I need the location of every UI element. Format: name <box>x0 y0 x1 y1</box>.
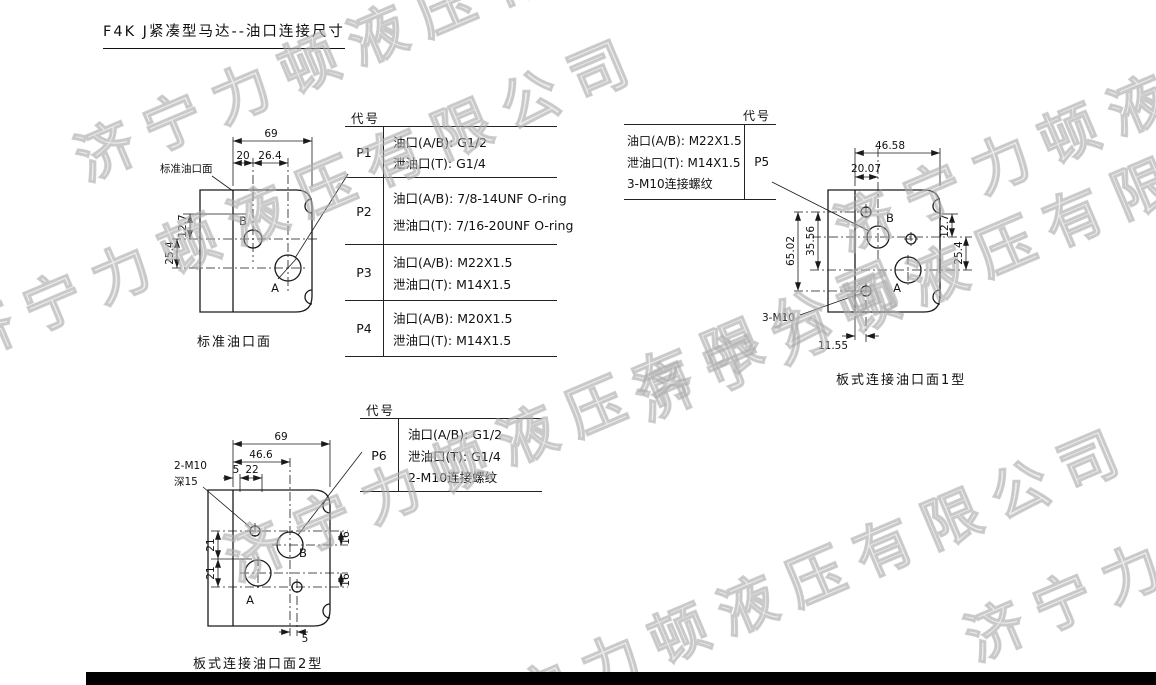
code-cell: P1 <box>345 127 384 177</box>
dim-label: 46.58 <box>875 140 905 152</box>
spec-line: 泄油口(T): M14X1.5 <box>393 277 512 293</box>
spec-line: 2-M10连接螺纹 <box>408 469 498 485</box>
code-cell: P4 <box>345 301 384 356</box>
spec-line: 泄油口(T): 7/16-20UNF O-ring <box>393 217 574 233</box>
spec-line: 泄油口(T): G1/4 <box>408 448 501 464</box>
caption-plate-face-2: 板式连接油口面2型 <box>193 657 324 672</box>
dim-label: 25.4 <box>164 241 176 265</box>
dim-label: 5 <box>302 633 309 645</box>
dim-label: 69 <box>274 431 287 443</box>
table-row: P4 油口(A/B): M20X1.5 泄油口(T): M14X1.5 <box>345 301 557 357</box>
dimension-lines <box>795 150 969 339</box>
dim-label: 21 <box>205 538 217 551</box>
extension-lines <box>854 148 958 340</box>
port-a-label: A <box>893 281 901 295</box>
leader-from-table <box>771 181 870 232</box>
drawing-standard-port-face: 69 20 26.4 12.7 25.4 标准油口面 B A <box>160 128 349 313</box>
spec-line: 泄油口(T): M14X1.5 <box>393 333 512 349</box>
table-header: 代号 <box>624 108 776 125</box>
spec-line: 油口(A/B): G1/2 <box>393 135 488 150</box>
dim-label: 5 <box>233 464 240 476</box>
dim-label: 21 <box>205 566 217 579</box>
face-label: 标准油口面 <box>160 162 213 175</box>
dim-label: 12.7 <box>939 214 951 237</box>
drawing-plate-face-type2: 69 46.6 5 22 21 21 16 16 5 2-M10 深15 B A <box>174 431 363 645</box>
spec-line: 油口(A/B): M20X1.5 <box>393 310 513 326</box>
dim-label: 20.07 <box>851 163 881 175</box>
spec-line: 油口(A/B): M22X1.5 <box>393 254 513 270</box>
extension-lines <box>183 137 313 215</box>
table-row: P6 油口(A/B): G1/2 泄油口(T): G1/4 2-M10连接螺纹 <box>360 419 542 492</box>
table-row: P2 油口(A/B): 7/8-14UNF O-ring 泄油口(T): 7/1… <box>345 178 573 245</box>
dim-label: 69 <box>264 128 277 140</box>
depth-label: 深15 <box>174 476 198 488</box>
spec-line: 油口(A/B): G1/2 <box>408 427 503 443</box>
table-row: P1 油口(A/B): G1/2 泄油口(T): G1/4 <box>345 127 557 178</box>
dim-label: 12.7 <box>177 214 189 237</box>
caption-plate-face-1: 板式连接油口面1型 <box>836 373 967 388</box>
dim-label: 26.4 <box>258 150 282 162</box>
dimension-lines <box>215 441 344 635</box>
leader-3m10 <box>799 292 863 316</box>
leader-to-table <box>294 173 349 259</box>
port-spec-table-p5: 代号 油口(A/B): M22X1.5 泄油口(T): M14X1.5 3-M1… <box>624 108 776 200</box>
dim-label: 46.6 <box>249 449 273 461</box>
code-cell: P6 <box>360 419 399 491</box>
code-cell: P3 <box>345 245 384 300</box>
port-a-label: A <box>246 593 254 607</box>
table-row: 油口(A/B): M22X1.5 泄油口(T): M14X1.5 3-M10连接… <box>624 125 776 200</box>
centerlines <box>211 458 348 636</box>
bottom-bar <box>86 672 1156 685</box>
spec-line: 油口(A/B): 7/8-14UNF O-ring <box>393 191 567 207</box>
drawing-plate-face-type1: 46.58 20.07 65.02 35.56 12.7 25.4 11.55 … <box>762 140 972 352</box>
centerlines <box>794 148 972 342</box>
spec-line: 3-M10连接螺纹 <box>627 176 713 191</box>
code-cell: P5 <box>743 125 779 199</box>
port-spec-table-p1-p4: 代号 P1 油口(A/B): G1/2 泄油口(T): G1/4 P2 油口(A… <box>345 110 573 357</box>
dim-label: 65.02 <box>785 236 797 266</box>
leader-face-label <box>211 175 234 192</box>
dim-label: 20 <box>236 150 249 162</box>
dim-label: 16 <box>340 531 352 545</box>
spec-line: 泄油口(T): G1/4 <box>393 156 486 171</box>
code-cell: P2 <box>345 178 384 244</box>
page-title: F4K J紧凑型马达--油口连接尺寸 <box>103 20 345 49</box>
leader-to-table <box>297 451 363 536</box>
dim-label: 25.4 <box>953 241 965 265</box>
dim-label: 11.55 <box>818 340 848 352</box>
spec-line: 泄油口(T): M14X1.5 <box>627 155 741 170</box>
port-a-label: A <box>271 281 279 295</box>
thread-label: 3-M10 <box>762 312 795 324</box>
port-b-label: B <box>299 546 307 560</box>
port-b-label: B <box>886 211 894 225</box>
spec-line: 油口(A/B): M22X1.5 <box>627 134 742 149</box>
centerlines <box>172 158 320 292</box>
table-header: 代号 <box>360 402 542 419</box>
port-b-label: B <box>239 214 247 228</box>
table-row: P3 油口(A/B): M22X1.5 泄油口(T): M14X1.5 <box>345 245 557 301</box>
table-header: 代号 <box>345 110 557 127</box>
thread-label: 2-M10 <box>174 460 207 472</box>
dim-label: 16 <box>340 573 352 587</box>
dim-label: 35.56 <box>805 226 817 256</box>
dimension-lines <box>174 138 312 268</box>
leader-2m10 <box>202 486 252 529</box>
dim-label: 22 <box>245 464 258 476</box>
port-spec-table-p6: 代号 P6 油口(A/B): G1/2 泄油口(T): G1/4 2-M10连接… <box>360 402 542 492</box>
caption-standard-face: 标准油口面 <box>197 335 273 350</box>
